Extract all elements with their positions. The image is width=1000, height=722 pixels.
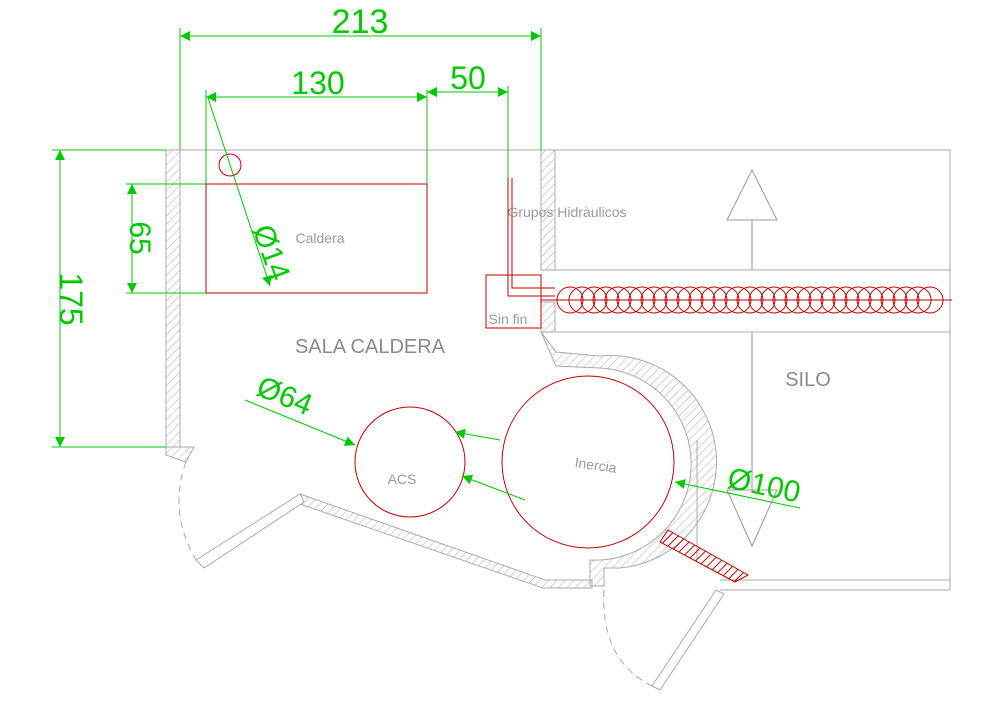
dim-height-boiler: 65 [123,221,156,254]
partition-wall [540,149,556,271]
label-inertia-tank: Inercia [574,454,618,476]
auger-coil [892,286,920,314]
dim-diam-inertia: Ø100 [725,462,804,510]
equipment [205,153,675,549]
auger-coil [580,286,608,314]
auger-coil [772,286,800,314]
auger-coil [904,286,932,314]
curved-wall [540,331,717,587]
silo-outline [180,149,951,591]
auger-coil [724,286,752,314]
dim-height-room: 175 [53,272,89,325]
right-door-swing [603,589,653,687]
left-wall [165,149,181,448]
auger-coil [700,286,728,314]
auger-coil [604,286,632,314]
auger-coils [556,286,944,314]
auger-coil [676,286,704,314]
silo-arrow-up [726,168,778,221]
auger-coil [664,286,692,314]
auger-coil [652,286,680,314]
dim-width-total: 213 [332,3,389,41]
left-door-stub [165,446,195,463]
auger-coil [556,286,584,314]
dim-width-gap: 50 [450,60,486,96]
flue-circle [218,153,242,177]
left-door-swing [178,461,197,561]
bottom-diagonal-wall [299,493,593,589]
auger-coil [688,286,716,314]
auger-outlet-hatch [659,529,750,583]
auger-coil [568,286,596,314]
label-auger: Sin fin [489,311,528,327]
auger-coil [760,286,788,314]
auger-coil [856,286,884,314]
dimension-lines [52,28,801,509]
auger-coil [736,286,764,314]
auger-box [485,274,542,329]
auger-coil [820,286,848,314]
label-boiler: Caldera [295,230,344,246]
auger-coil [748,286,776,314]
auger-coil [880,286,908,314]
boiler-box [205,183,428,294]
walls [165,149,717,589]
label-silo: SILO [785,369,831,391]
auger-coil [712,286,740,314]
dim-diam-acs: Ø64 [252,370,317,422]
auger-coil [844,286,872,314]
inertia-tank [501,375,675,549]
auger-coil [640,286,668,314]
dim-diam-flue: Ø14 [246,220,296,285]
auger-coil [784,286,812,314]
dim-width-boiler: 130 [291,65,344,101]
right-door-leaf [651,589,725,691]
label-acs-tank: ACS [388,471,417,487]
doors [178,461,725,691]
label-hydraulic-groups: Grupos Hidràulicos [507,204,626,220]
auger-coil [916,286,944,314]
auger-coil [628,286,656,314]
hydraulic-pipe [507,178,555,297]
auger-coil [616,286,644,314]
auger-coil [832,286,860,314]
auger-coil [796,286,824,314]
auger-coil [868,286,896,314]
silo-arrow-down [726,489,778,548]
auger-coil [808,286,836,314]
label-boiler-room: SALA CALDERA [295,336,446,358]
partition-wall-lower [540,301,556,333]
left-door-leaf [195,493,305,569]
auger-coil [592,286,620,314]
acs-tank [354,406,466,518]
silo-arrows [726,168,778,548]
